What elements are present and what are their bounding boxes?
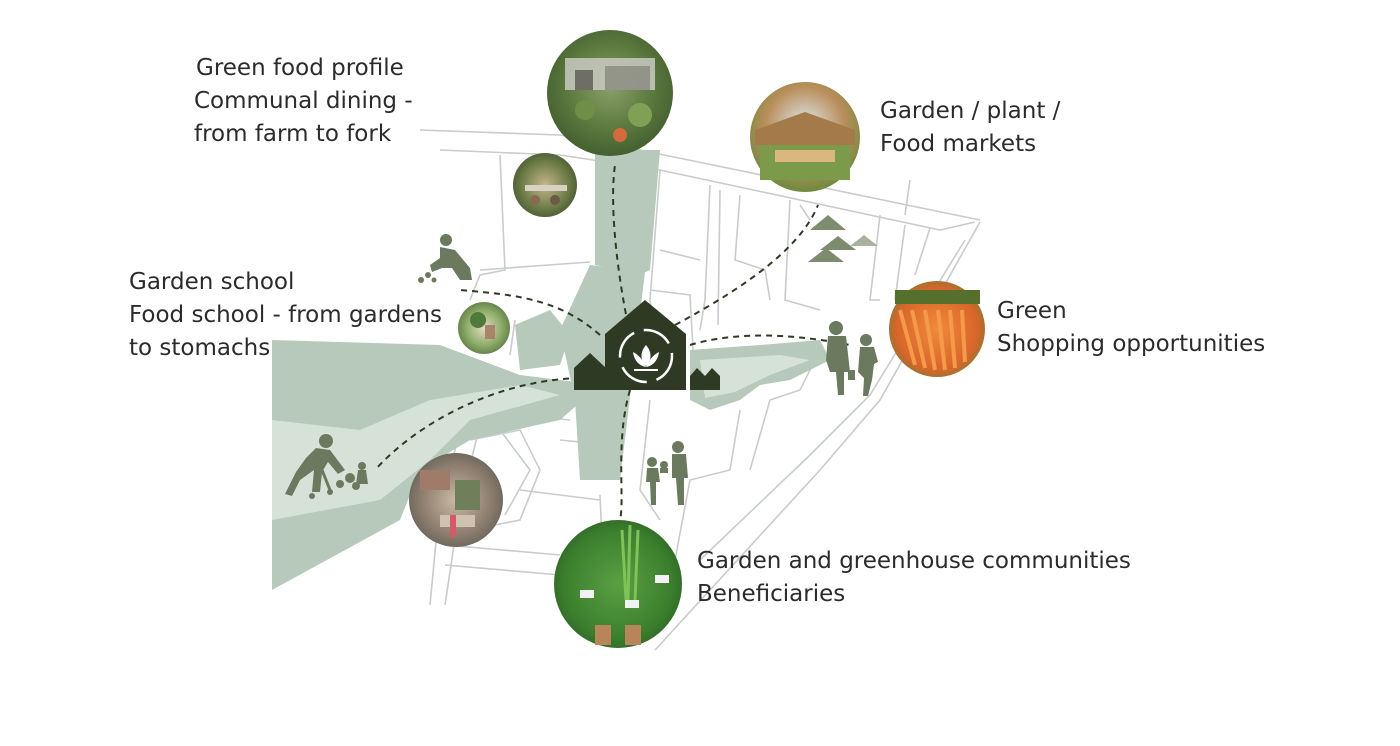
street-line bbox=[914, 227, 931, 276]
link-school bbox=[459, 289, 601, 336]
photo-circles bbox=[409, 30, 985, 648]
label-line: Garden school bbox=[129, 269, 295, 295]
street-line bbox=[717, 189, 721, 326]
photo-market bbox=[750, 82, 860, 192]
label-line: Green bbox=[997, 298, 1067, 324]
street-line bbox=[639, 399, 661, 521]
label-line: Garden and greenhouse communities bbox=[697, 548, 1131, 574]
plant-stall-icon bbox=[808, 215, 878, 262]
gardener-kneeling-silhouette bbox=[418, 234, 472, 283]
street-line bbox=[659, 249, 701, 261]
street-line bbox=[799, 204, 811, 221]
label-shopping: Green Shopping opportunities bbox=[997, 295, 1265, 361]
street-line bbox=[699, 184, 711, 331]
lotus-cycle-house-icon bbox=[574, 300, 720, 390]
street-line bbox=[469, 154, 506, 301]
photo-communal-dining bbox=[547, 30, 673, 156]
label-line: from farm to fork bbox=[194, 121, 392, 147]
street-line bbox=[444, 564, 561, 576]
photo-garden-school bbox=[458, 302, 510, 354]
gardener-digging-silhouette bbox=[285, 434, 368, 499]
label-communal-dining: Green food profile Communal dining - fro… bbox=[194, 52, 413, 151]
street-line bbox=[784, 199, 821, 311]
street-line bbox=[674, 409, 741, 561]
street-line bbox=[444, 544, 561, 556]
label-line: Food markets bbox=[880, 131, 1037, 157]
street-line bbox=[734, 194, 771, 301]
street-line bbox=[499, 429, 531, 516]
green-corridor-east-light bbox=[700, 355, 810, 398]
green-patch-west bbox=[515, 310, 570, 370]
green-strip-north bbox=[595, 150, 660, 275]
label-line: Beneficiaries bbox=[697, 581, 846, 607]
label-line: Communal dining - bbox=[194, 88, 413, 114]
label-line: Food school - from gardens bbox=[129, 302, 443, 328]
label-line: Shopping opportunities bbox=[997, 331, 1266, 357]
label-communities: Garden and greenhouse communities Benefi… bbox=[697, 545, 1131, 611]
street-line bbox=[519, 489, 601, 501]
photo-greenhouse-plants bbox=[554, 520, 682, 648]
label-line: to stomachs bbox=[129, 335, 271, 361]
street-line bbox=[894, 224, 906, 301]
link-dining bbox=[612, 164, 629, 326]
street-line bbox=[509, 319, 516, 356]
street-line bbox=[869, 214, 881, 301]
green-corridor-west-light bbox=[272, 385, 560, 520]
label-line: Green food profile bbox=[196, 55, 404, 81]
label-line: Garden / plant / bbox=[880, 98, 1061, 124]
link-communities bbox=[619, 389, 631, 521]
street-line bbox=[479, 261, 591, 271]
silhouettes bbox=[285, 215, 878, 505]
photo-allotments bbox=[409, 453, 503, 547]
shoppers-silhouette bbox=[826, 321, 878, 396]
photo-small-dining bbox=[513, 153, 577, 217]
label-markets: Garden / plant / Food markets bbox=[880, 95, 1060, 161]
street-network bbox=[419, 129, 981, 651]
link-markets bbox=[674, 204, 819, 326]
link-shopping bbox=[689, 334, 851, 346]
label-garden-school: Garden school Food school - from gardens… bbox=[129, 266, 442, 365]
street-line bbox=[904, 179, 911, 216]
community-gardeners-silhouette bbox=[646, 441, 688, 505]
photo-carrots bbox=[889, 281, 985, 377]
